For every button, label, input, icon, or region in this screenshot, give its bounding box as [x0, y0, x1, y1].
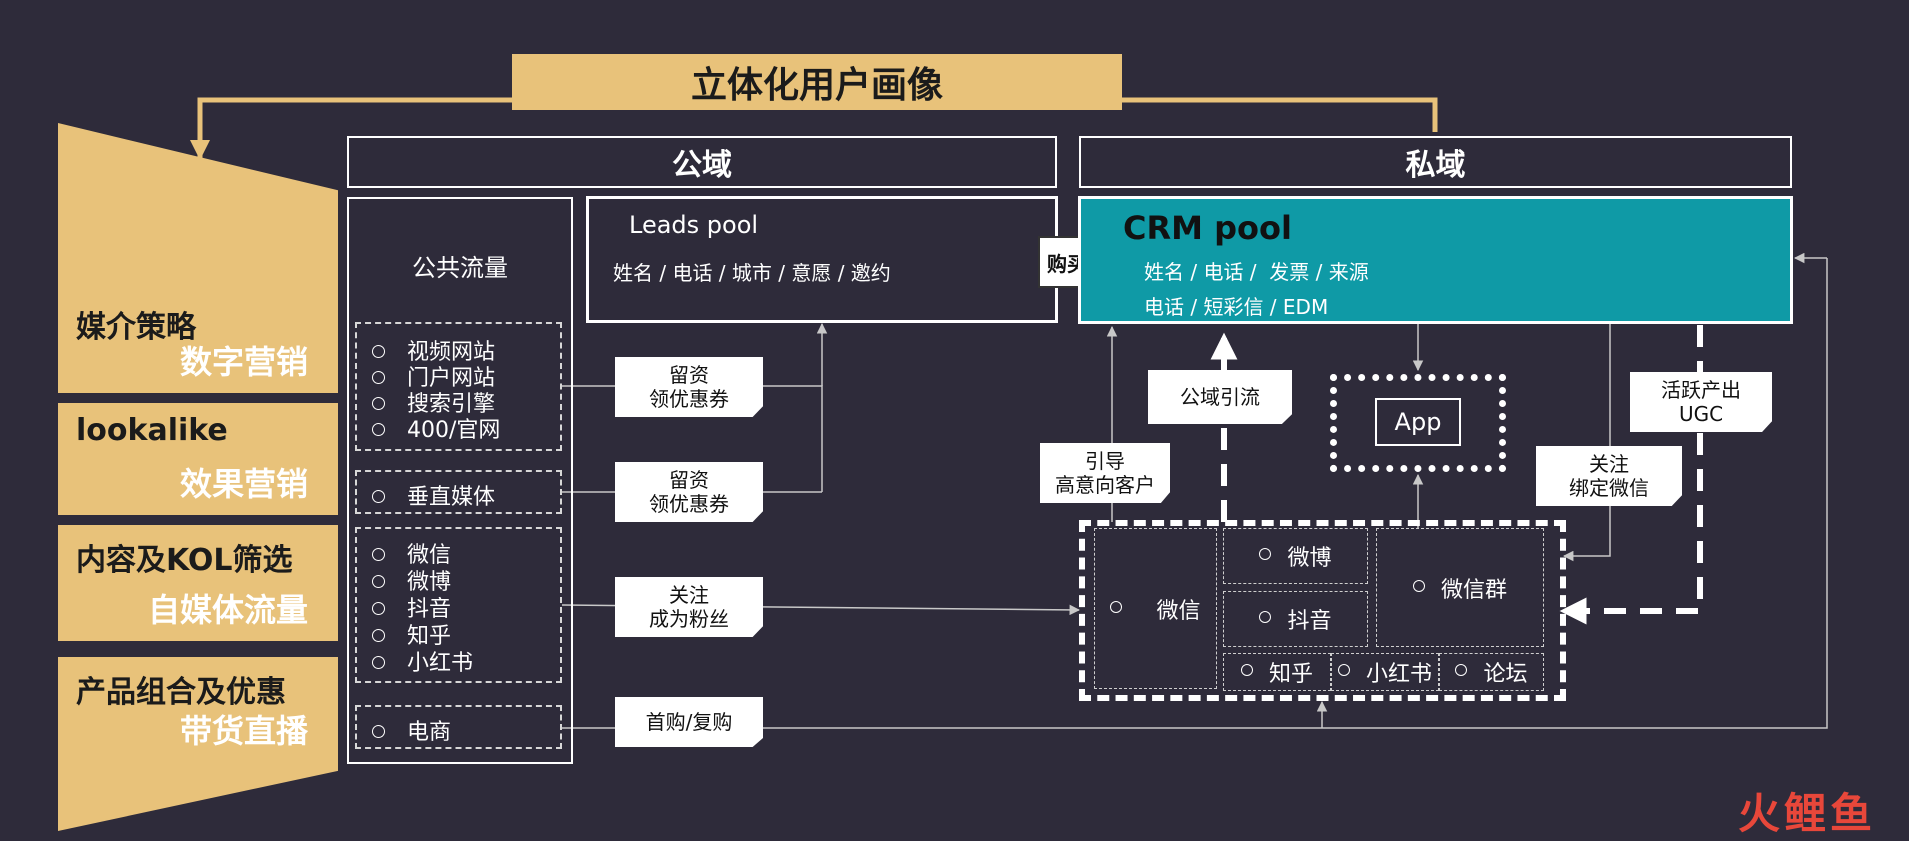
strategy-lookalike-subtitle: 效果营销	[179, 465, 308, 503]
bullet-icon	[372, 396, 385, 410]
divider	[58, 393, 338, 403]
watermark-logo: 火鲤鱼	[1738, 789, 1877, 838]
strategy-kol: 内容及KOL筛选 自媒体流量	[58, 525, 338, 641]
channel-wechat-group: 微信群	[1376, 528, 1544, 647]
bullet-icon	[372, 724, 385, 738]
list-item: 搜索引擎	[372, 386, 495, 418]
list-item: 知乎	[372, 618, 451, 650]
crm-pool-box: CRM pool 姓名 / 电话 / 发票 / 来源 电话 / 短彩信 / ED…	[1078, 196, 1793, 324]
bullet-icon	[1259, 611, 1272, 623]
strategy-lookalike-title: lookalike	[76, 413, 228, 448]
traffic-group-ecommerce	[355, 705, 562, 749]
note-leave-info-2: 留资领优惠券	[615, 462, 763, 522]
note-follow-fans: 关注成为粉丝	[615, 577, 763, 637]
strategy-media-subtitle: 数字营销	[179, 343, 308, 381]
bullet-icon	[1240, 664, 1253, 676]
channel-forum: 论坛	[1439, 653, 1544, 691]
note-repurchase: 首购/复购	[615, 697, 763, 747]
crm-pool-channels: 电话 / 短彩信 / EDM	[1144, 295, 1329, 319]
bullet-icon	[1455, 664, 1468, 676]
page-title: 立体化用户画像	[690, 65, 943, 106]
bullet-icon	[372, 344, 385, 358]
private-domain-header: 私域	[1079, 136, 1792, 188]
bullet-icon	[372, 489, 385, 503]
list-item: 微博	[372, 564, 451, 596]
channel-weibo: 微博	[1223, 528, 1368, 584]
app-container	[1330, 374, 1506, 472]
strategy-product: 产品组合及优惠 带货直播	[58, 657, 338, 762]
bullet-icon	[372, 574, 385, 588]
strategy-product-subtitle: 带货直播	[179, 712, 308, 750]
strategy-kol-title: 内容及KOL筛选	[76, 543, 293, 578]
bullet-icon	[372, 655, 385, 669]
crm-pool-title: CRM pool	[1123, 209, 1292, 247]
public-domain-label: 公域	[672, 148, 732, 183]
bullet-icon	[372, 547, 385, 561]
list-item: 抖音	[372, 591, 451, 623]
divider	[58, 515, 338, 525]
private-domain-label: 私域	[1405, 148, 1466, 183]
bullet-icon	[1337, 664, 1350, 676]
crm-pool-fields: 姓名 / 电话 / 发票 / 来源	[1144, 260, 1369, 284]
note-public-flow: 公域引流	[1148, 370, 1292, 424]
public-traffic-panel	[347, 197, 573, 764]
list-item: 门户网站	[372, 360, 495, 392]
bullet-icon	[372, 370, 385, 384]
channel-xiaohongshu: 小红书	[1331, 653, 1439, 691]
public-domain-header: 公域	[347, 136, 1057, 188]
divider	[58, 641, 338, 657]
leads-pool-box: Leads pool 姓名 / 电话 / 城市 / 意愿 / 邀约	[586, 196, 1058, 323]
traffic-group-vertical	[355, 470, 562, 514]
channel-wechat: 微信	[1094, 528, 1217, 689]
traffic-group-social	[355, 527, 562, 683]
bullet-icon	[372, 628, 385, 642]
leads-pool-title: Leads pool	[629, 211, 759, 239]
bullet-icon	[372, 601, 385, 615]
list-item: 垂直媒体	[372, 479, 495, 511]
traffic-group-portals	[355, 322, 562, 451]
note-guide: 引导高意向客户	[1040, 443, 1170, 503]
app-box: App	[1375, 398, 1461, 446]
channel-zhihu: 知乎	[1223, 653, 1331, 691]
bullet-icon	[372, 422, 385, 436]
list-item: 电商	[372, 714, 451, 746]
connector-follow-bind	[1562, 322, 1611, 562]
list-item: 400/官网	[372, 412, 500, 444]
strategy-media-title: 媒介策略	[76, 310, 196, 345]
list-item: 视频网站	[372, 334, 495, 366]
bullet-icon	[1412, 579, 1425, 592]
strategy-product-title: 产品组合及优惠	[76, 675, 286, 710]
title-banner: 立体化用户画像	[512, 54, 1122, 110]
leads-pool-fields: 姓名 / 电话 / 城市 / 意愿 / 邀约	[613, 261, 891, 285]
note-follow-bind: 关注绑定微信	[1536, 446, 1682, 506]
connector-to-leads	[763, 385, 823, 492]
bullet-icon	[1110, 600, 1123, 613]
bullet-icon	[1259, 548, 1272, 560]
public-traffic-label: 公共流量	[412, 253, 508, 282]
private-channels-container	[1079, 520, 1566, 701]
note-leave-info-1: 留资领优惠券	[615, 357, 763, 417]
channel-douyin: 抖音	[1223, 591, 1368, 647]
strategy-lookalike: lookalike 效果营销	[58, 403, 338, 515]
strategy-media: 媒介策略 数字营销	[58, 292, 338, 393]
list-item: 小红书	[372, 645, 473, 677]
strategy-kol-subtitle: 自媒体流量	[147, 591, 308, 629]
list-item: 微信	[372, 537, 451, 569]
app-label: App	[1394, 408, 1442, 436]
